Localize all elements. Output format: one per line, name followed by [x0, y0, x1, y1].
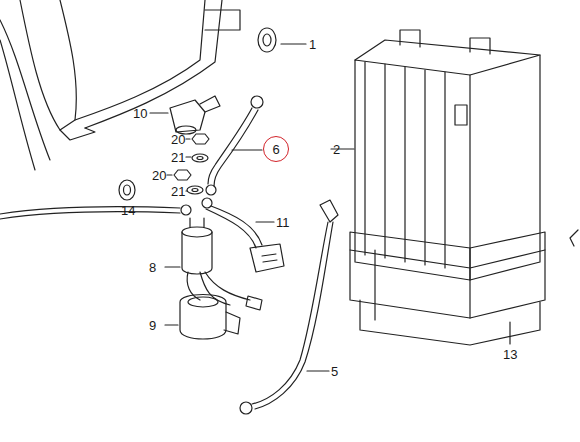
callout-number: 10 [133, 107, 147, 120]
callout-number: 6 [272, 143, 279, 156]
leader-line [165, 324, 178, 325]
leader-line [186, 156, 191, 157]
grommet [119, 180, 135, 200]
leader-line [150, 112, 168, 113]
leader-line [165, 266, 180, 267]
battery-tray [350, 232, 545, 345]
wire [0, 212, 180, 219]
leader-line [256, 221, 274, 222]
leader-line [281, 43, 306, 44]
relay-holder [180, 295, 240, 340]
leader-line [186, 138, 190, 139]
fender [0, 0, 240, 170]
relay-cable [202, 198, 284, 272]
callout-number: 21 [171, 185, 185, 198]
ring-terminal [181, 205, 191, 215]
wire [0, 207, 180, 214]
leader-line [232, 149, 262, 150]
callout-number: 5 [331, 365, 338, 378]
battery [355, 30, 540, 280]
callout-number: 20 [171, 133, 185, 146]
starter-relay [182, 218, 262, 310]
leader-line [509, 322, 510, 344]
callout-number: 13 [503, 348, 517, 361]
circled-callout: 6 [263, 136, 289, 162]
leader-line [167, 174, 172, 175]
leader-line [307, 370, 329, 371]
callout-number: 2 [333, 143, 340, 156]
leader-line [186, 190, 187, 191]
callout-number: 20 [152, 169, 166, 182]
callout-number: 21 [171, 151, 185, 164]
callout-number: 9 [149, 319, 156, 332]
bracket [570, 230, 578, 246]
grommet [258, 28, 276, 52]
callout-number: 11 [276, 216, 290, 229]
ground-cable [240, 200, 338, 414]
callout-number: 8 [149, 261, 156, 274]
callout-number: 14 [121, 204, 135, 217]
terminal-cap [170, 96, 220, 134]
battery-cable [206, 96, 263, 195]
callout-number: 1 [309, 38, 316, 51]
